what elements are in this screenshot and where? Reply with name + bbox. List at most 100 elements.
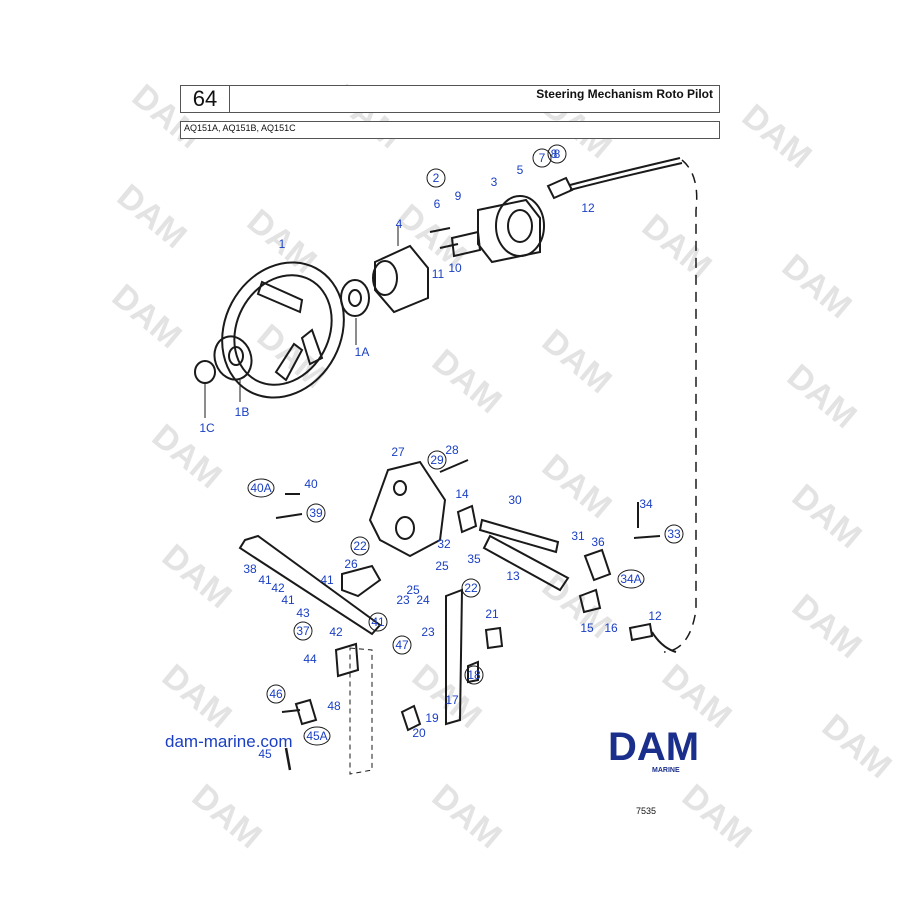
- callout-circle: [247, 478, 275, 498]
- callout-42: 42: [271, 581, 285, 595]
- callout-17: 17: [445, 693, 459, 707]
- watermark-text: DAM: [785, 587, 869, 666]
- hub-housing-part: [340, 226, 429, 345]
- callout-circle: [293, 621, 313, 641]
- callout-25: 25: [406, 583, 420, 597]
- callout-1A: 1A: [355, 345, 370, 359]
- callout-label: 12: [581, 201, 595, 215]
- callout-37: 37: [293, 621, 313, 641]
- callout-label: 43: [296, 606, 310, 620]
- watermark-text: DAM: [675, 777, 759, 856]
- callout-38: 38: [243, 562, 257, 576]
- dam-logo: DAM: [608, 726, 699, 766]
- callout-label: 23: [396, 593, 410, 607]
- watermark-text: DAM: [105, 277, 189, 356]
- watermark-text: DAM: [155, 537, 239, 616]
- callout-10: 10: [448, 261, 462, 275]
- callout-circle: [464, 665, 484, 685]
- model-box: AQ151A, AQ151B, AQ151C: [180, 121, 720, 139]
- watermark-text: DAM: [425, 342, 509, 421]
- callout-36: 36: [591, 535, 605, 549]
- callout-12: 12: [648, 609, 662, 623]
- callout-label: 19: [425, 711, 439, 725]
- callout-label: 37: [296, 624, 310, 638]
- watermark-text: DAM: [780, 357, 864, 436]
- callout-label: 1A: [355, 345, 370, 359]
- callout-label: 27: [391, 445, 405, 459]
- callout-45: 45: [258, 747, 272, 761]
- callout-circle: [303, 726, 331, 746]
- callout-23: 23: [421, 625, 435, 639]
- steering-wheel-part: [194, 261, 345, 418]
- callout-label: 8: [554, 147, 561, 161]
- roto-pilot-unit-part: [429, 157, 698, 653]
- logo-text: DAM: [608, 726, 699, 766]
- callout-label: 36: [591, 535, 605, 549]
- callout-3: 3: [491, 175, 498, 189]
- callout-label: 40: [304, 477, 318, 491]
- linkage-mechanism-part: [238, 459, 677, 775]
- callout-11: 11: [432, 267, 445, 281]
- website-link[interactable]: dam-marine.com: [165, 732, 293, 751]
- callout-label: 9: [455, 189, 462, 203]
- callout-circle: [368, 612, 388, 632]
- callout-35: 35: [467, 552, 481, 566]
- figure-number: 7535: [636, 806, 657, 816]
- callout-47: 47: [392, 635, 412, 655]
- callout-21: 21: [485, 607, 499, 621]
- callout-label: 48: [327, 699, 341, 713]
- callout-1B: 1B: [235, 405, 250, 419]
- callout-2: 2: [426, 168, 446, 188]
- callout-13: 13: [506, 569, 520, 583]
- callout-6: 6: [434, 197, 441, 211]
- callout-4: 4: [396, 217, 403, 231]
- callout-label: 20: [412, 726, 426, 740]
- diagram-title: Steering Mechanism Roto Pilot: [536, 87, 713, 101]
- callout-8: 8: [551, 147, 558, 161]
- header-box: 64 Steering Mechanism Roto Pilot: [180, 85, 720, 113]
- callout-40: 40: [304, 477, 318, 491]
- callout-label: 22: [464, 581, 478, 595]
- callout-label: 1B: [235, 405, 250, 419]
- callout-14: 14: [455, 487, 469, 501]
- callout-30: 30: [508, 493, 522, 507]
- callout-label: 47: [395, 638, 409, 652]
- callout-19: 19: [425, 711, 439, 725]
- model-list: AQ151A, AQ151B, AQ151C: [184, 123, 296, 133]
- callout-label: 25: [435, 559, 449, 573]
- callout-label: 45: [258, 747, 272, 761]
- watermark-text: DAM: [655, 657, 739, 736]
- callout-label: 2: [433, 171, 440, 185]
- callout-circle: [617, 569, 645, 589]
- callout-label: 1: [279, 237, 286, 251]
- callout-label: 15: [580, 621, 594, 635]
- callout-circle: [461, 578, 481, 598]
- callout-label: 30: [508, 493, 522, 507]
- callout-label: 34A: [620, 572, 641, 586]
- callout-39: 39: [306, 503, 326, 523]
- callout-label: 21: [485, 607, 499, 621]
- callout-label: 24: [416, 593, 430, 607]
- watermark-text: DAM: [145, 417, 229, 496]
- callout-label: 39: [309, 506, 323, 520]
- callout-label: 4: [396, 217, 403, 231]
- callout-label: 7: [539, 151, 546, 165]
- callout-label: 22: [353, 539, 367, 553]
- callout-48: 48: [327, 699, 341, 713]
- callout-label: 17: [445, 693, 459, 707]
- callout-label: 16: [604, 621, 618, 635]
- watermark-text: DAM: [110, 177, 194, 256]
- callout-12: 12: [581, 201, 595, 215]
- callout-26: 26: [344, 557, 358, 571]
- callout-circle: [664, 524, 684, 544]
- callout-circle: [306, 503, 326, 523]
- callout-28: 28: [445, 443, 459, 457]
- watermark-text: DAM: [735, 97, 819, 176]
- callout-label: 46: [269, 687, 283, 701]
- callout-25: 25: [435, 559, 449, 573]
- callout-41: 41: [281, 593, 295, 607]
- callout-label: 23: [421, 625, 435, 639]
- callout-23: 23: [396, 593, 410, 607]
- callout-41: 41: [368, 612, 388, 632]
